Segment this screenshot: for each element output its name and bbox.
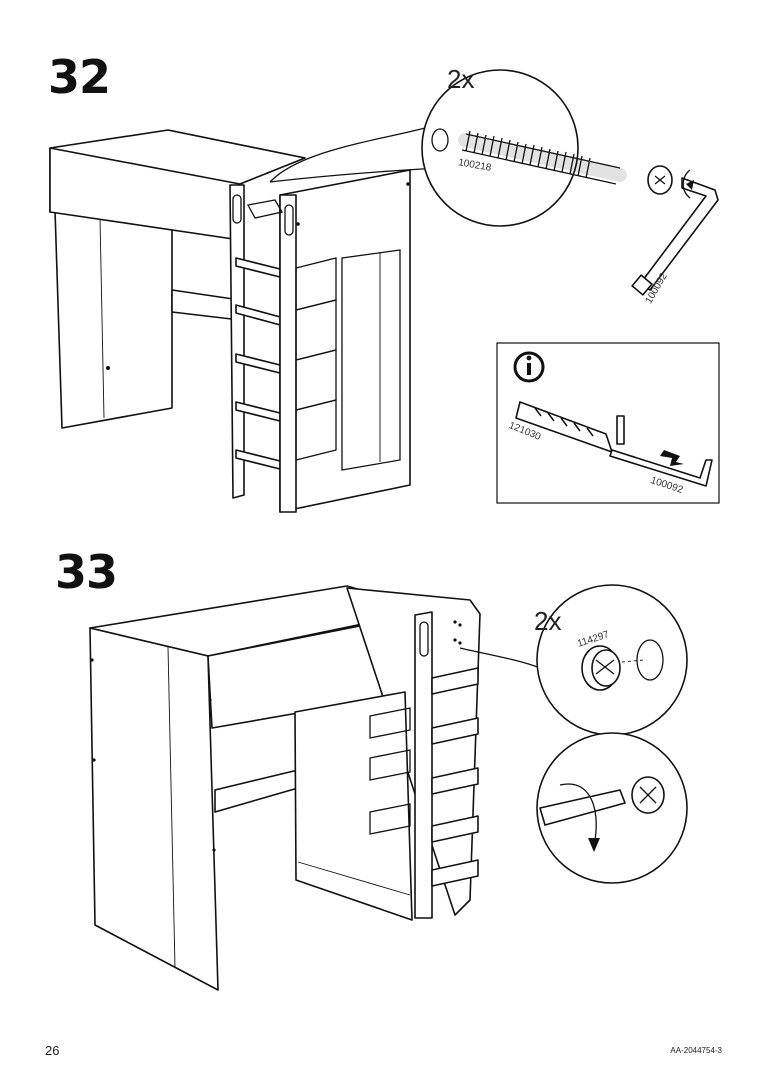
step33-detail-circle-top xyxy=(536,584,688,736)
quantity-label-step33: 2x xyxy=(534,606,562,636)
step33-bed-frame xyxy=(89,585,541,991)
step32-bed-frame xyxy=(49,127,441,513)
step-number-33: 33 xyxy=(55,545,118,599)
step32-detail-circle xyxy=(421,69,673,227)
page-number: 26 xyxy=(45,1043,60,1058)
screw-thread xyxy=(461,133,621,185)
quantity-label-step32: 2x xyxy=(447,64,475,94)
step-number-32: 32 xyxy=(48,50,111,104)
step33-detail-circle-bottom xyxy=(536,732,688,884)
allen-key xyxy=(631,169,719,296)
info-box xyxy=(496,342,720,504)
document-id: AA-2044754-3 xyxy=(670,1046,722,1055)
